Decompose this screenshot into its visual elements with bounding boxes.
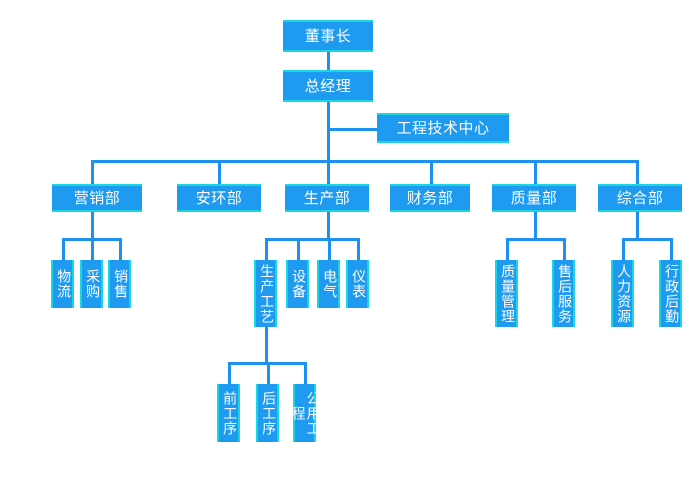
connector-drop-safety (218, 160, 221, 184)
connector-chairman-to-gm (327, 52, 330, 74)
connector-drop-after-sales (563, 238, 566, 260)
connector-drop-hr (622, 238, 625, 260)
connector-quality-stem (534, 212, 537, 238)
node-sub-instrument[interactable]: 仪表 (346, 260, 369, 308)
connector-department-bus (91, 160, 636, 163)
node-sub-logistics[interactable]: 物流 (51, 260, 74, 308)
connector-drop-admin (670, 238, 673, 260)
connector-marketing-stem (91, 212, 94, 238)
node-sub-sales[interactable]: 销售 (108, 260, 131, 308)
node-dept-production[interactable]: 生产部 (285, 184, 369, 212)
node-dept-general[interactable]: 综合部 (598, 184, 682, 212)
connector-gm-to-engineering-center (327, 128, 377, 131)
connector-process-stem (265, 327, 268, 362)
node-engineering-center[interactable]: 工程技术中心 (377, 113, 509, 143)
node-sub-production-process[interactable]: 生产工艺 (254, 260, 277, 327)
node-chairman[interactable]: 董事长 (283, 20, 373, 52)
connector-drop-front-process (228, 362, 231, 384)
connector-drop-marketing (91, 160, 94, 184)
connector-drop-utilities (304, 362, 307, 384)
connector-drop-procurement (91, 238, 94, 260)
node-general-manager[interactable]: 总经理 (283, 70, 373, 102)
node-sub-equipment[interactable]: 设备 (286, 260, 309, 308)
node-leaf-utilities[interactable]: 公用工程 (290, 384, 321, 442)
connector-drop-sales (119, 238, 122, 260)
connector-drop-production (327, 160, 330, 184)
connector-drop-instrument (357, 238, 360, 260)
node-leaf-back-process[interactable]: 后工序 (256, 384, 279, 442)
connector-drop-back-process (267, 362, 270, 384)
node-sub-electrical[interactable]: 电气 (317, 260, 340, 308)
node-sub-procurement[interactable]: 采购 (80, 260, 103, 308)
node-sub-human-resources[interactable]: 人力资源 (611, 260, 634, 327)
connector-drop-general (636, 160, 639, 184)
connector-production-stem (327, 212, 330, 238)
node-leaf-front-process[interactable]: 前工序 (217, 384, 240, 442)
connector-quality-bus (506, 238, 566, 241)
node-dept-safety-env[interactable]: 安环部 (177, 184, 261, 212)
connector-general-stem (636, 212, 639, 238)
connector-drop-finance (430, 160, 433, 184)
node-sub-after-sales-service[interactable]: 售后服务 (552, 260, 575, 327)
connector-drop-electrical (328, 238, 331, 260)
connector-general-bus (622, 238, 673, 241)
node-dept-finance[interactable]: 财务部 (390, 184, 470, 212)
node-dept-quality[interactable]: 质量部 (492, 184, 576, 212)
connector-drop-quality (534, 160, 537, 184)
node-sub-quality-management[interactable]: 质量管理 (495, 260, 518, 327)
connector-production-bus (265, 238, 360, 241)
node-sub-administration[interactable]: 行政后勤 (659, 260, 682, 327)
connector-drop-quality-mgmt (506, 238, 509, 260)
connector-drop-equipment (297, 238, 300, 260)
node-dept-marketing[interactable]: 营销部 (52, 184, 142, 212)
connector-drop-logistics (62, 238, 65, 260)
connector-gm-down (327, 102, 330, 161)
connector-drop-process (265, 238, 268, 260)
